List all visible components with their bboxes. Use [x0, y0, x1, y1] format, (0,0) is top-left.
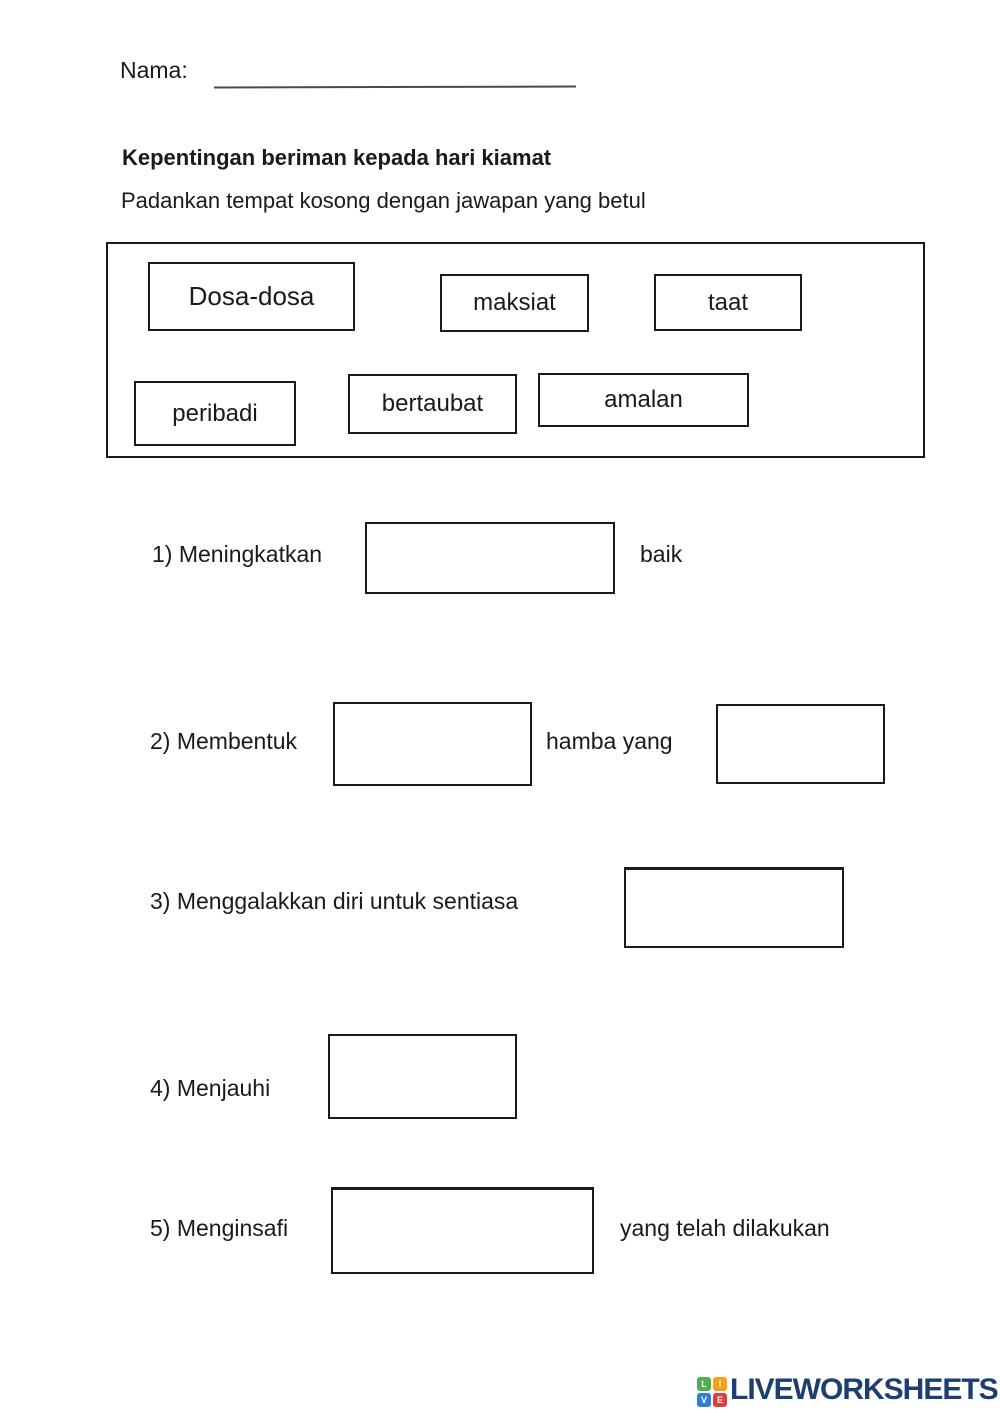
question-1-suffix: baik [640, 541, 683, 567]
word-chip-maksiat[interactable]: maksiat [440, 274, 589, 332]
liveworksheets-logo[interactable]: L I V E LIVEWORKSHEETS [697, 1373, 999, 1407]
answer-box-1[interactable] [365, 522, 615, 594]
word-chip-amalan[interactable]: amalan [538, 373, 749, 427]
liveworksheets-tiles-icon: L I V E [697, 1377, 727, 1407]
worksheet-instruction: Padankan tempat kosong dengan jawapan ya… [121, 188, 646, 213]
worksheet-title: Kepentingan beriman kepada hari kiamat [122, 145, 552, 170]
logo-tile-e: E [713, 1393, 727, 1407]
answer-box-2b[interactable] [716, 704, 885, 784]
logo-tile-i: I [713, 1377, 727, 1391]
name-underline [213, 85, 577, 89]
answer-box-2a[interactable] [333, 702, 532, 786]
liveworksheets-wordmark: LIVEWORKSHEETS [730, 1373, 999, 1406]
word-chip-peribadi[interactable]: peribadi [134, 381, 296, 446]
answer-box-5[interactable] [331, 1187, 594, 1274]
question-3-text: 3) Menggalakkan diri untuk sentiasa [150, 888, 519, 914]
question-1-text: 1) Meningkatkan [152, 541, 323, 567]
word-chip-dosa-dosa[interactable]: Dosa-dosa [148, 262, 355, 331]
word-chip-taat[interactable]: taat [654, 274, 802, 331]
question-2-text: 2) Membentuk [150, 728, 298, 754]
logo-tile-l: L [697, 1377, 711, 1391]
answer-box-3[interactable] [624, 867, 844, 948]
word-chip-bertaubat[interactable]: bertaubat [348, 374, 517, 434]
question-5-text: 5) Menginsafi [150, 1215, 289, 1241]
answer-box-4[interactable] [328, 1034, 517, 1119]
logo-tile-v: V [697, 1393, 711, 1407]
question-5-suffix: yang telah dilakukan [620, 1215, 830, 1241]
question-4-text: 4) Menjauhi [150, 1075, 271, 1101]
name-label: Nama: [120, 57, 188, 83]
question-2-middle: hamba yang [546, 728, 673, 754]
